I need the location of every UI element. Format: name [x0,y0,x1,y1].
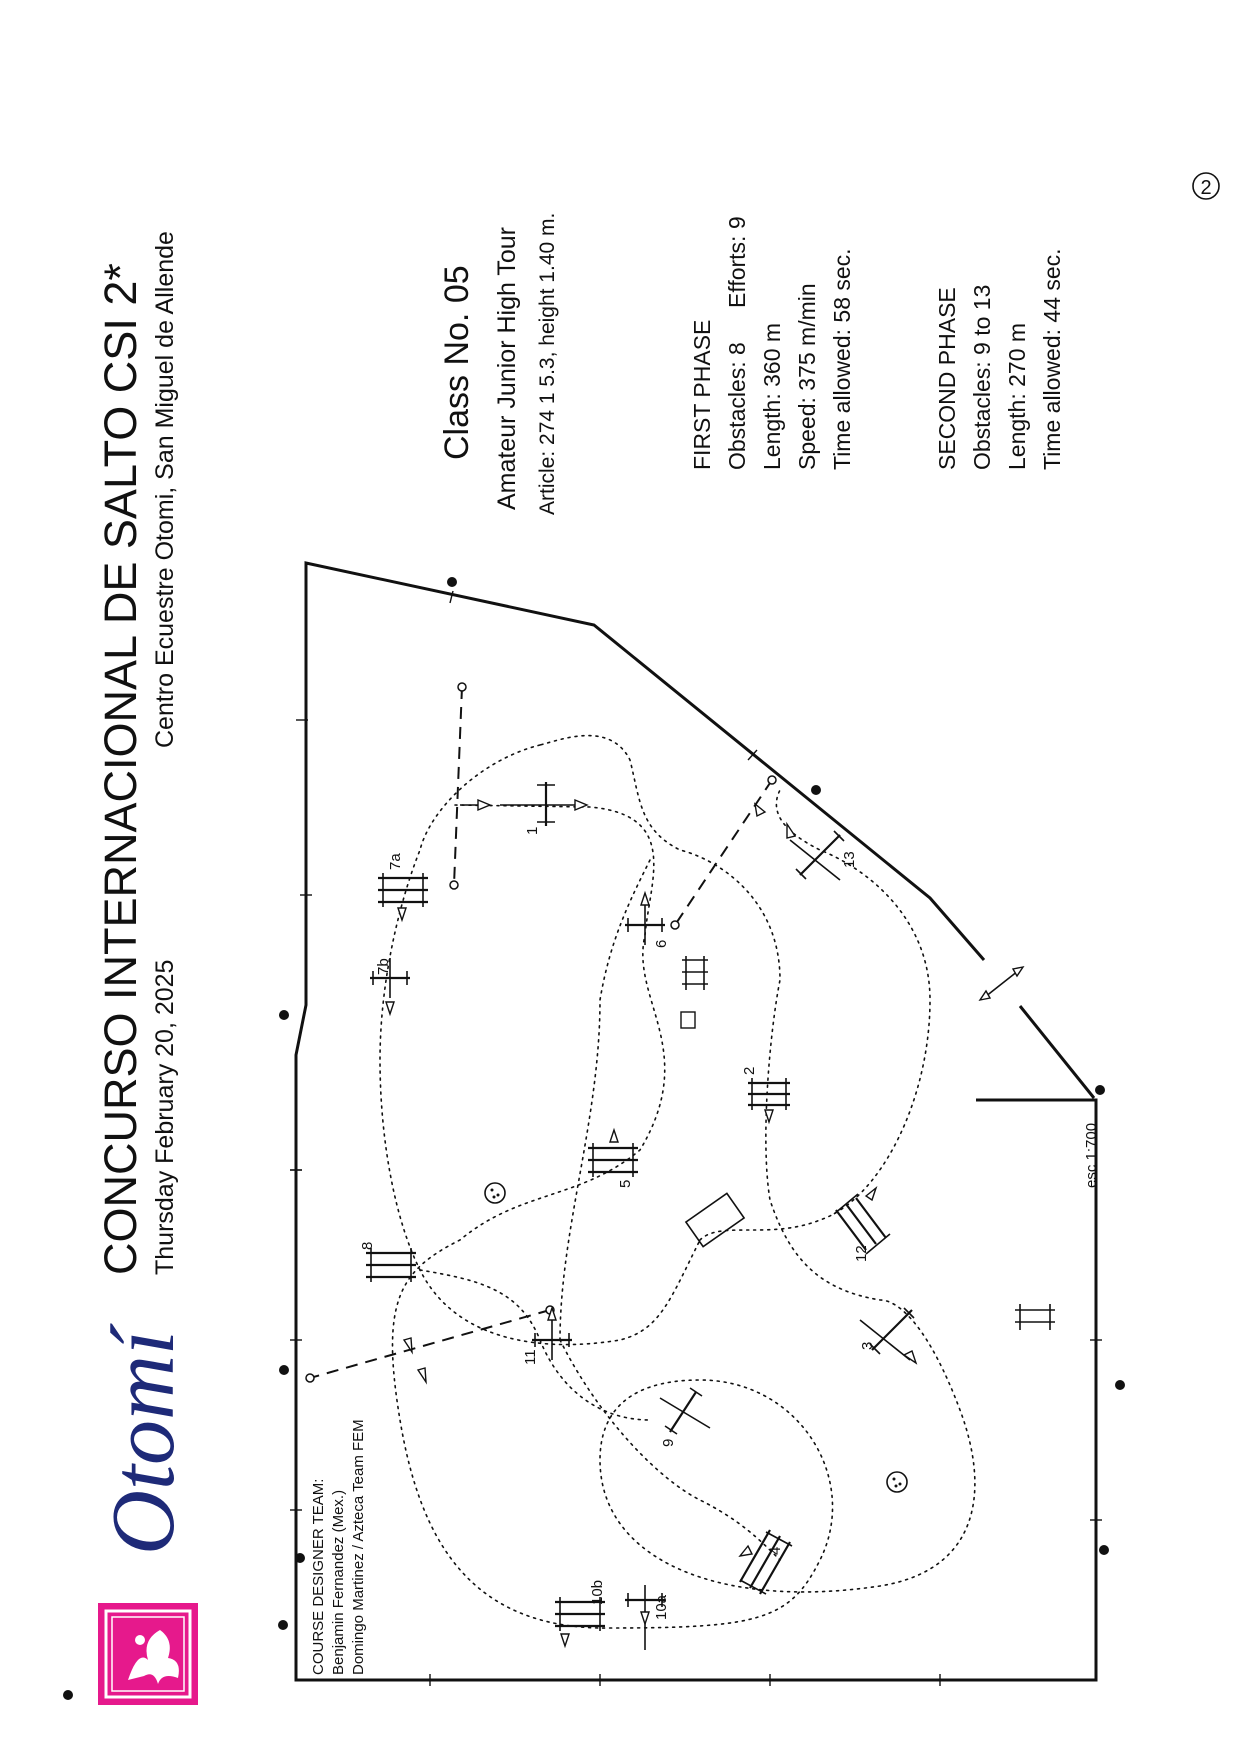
course-route [379,734,976,1629]
spare-fence-2 [1015,1304,1055,1330]
obstacle-5: 5 [588,1127,638,1188]
obstacle-2: 2 [741,1067,790,1125]
tree-icon [886,1471,908,1493]
obstacle-label: 6 [653,940,670,948]
first-phase-efforts: Efforts: 9 [724,216,750,308]
class-name: Amateur Junior High Tour [493,227,521,510]
page-number: 2 [1200,177,1211,199]
second-phase-obstacles: Obstacles: 9 to 13 [969,285,995,470]
obstacle-label: 13 [841,851,858,868]
obstacle-label: 3 [859,1342,876,1350]
obstacle-7b: 7b [370,958,410,1017]
emblem-icon [98,1603,198,1705]
water-tray [684,1192,746,1248]
spare-fence-1 [682,956,708,990]
obstacle-label: 1 [524,827,541,835]
obstacle-11: 11 [522,1305,572,1365]
judge-box [680,1011,696,1029]
obstacle-3: 3 [859,1307,918,1365]
designer-line-2: Domingo Martinez / Azteca Team FEM [350,1419,367,1675]
arena-fence [290,561,1102,1686]
class-article: Article: 274 1 5.3, height 1.40 m. [536,213,559,515]
page-number-badge: 2 [1192,172,1220,200]
obstacle-label: 12 [853,1245,870,1262]
obstacle-4: 4 [738,1529,793,1595]
obstacle-10b: 10b [555,1580,606,1649]
obstacle-label: 8 [359,1242,376,1250]
obstacle-label: 11 [522,1349,539,1365]
obstacle-label: 2 [741,1067,758,1075]
second-phase-length: Length: 270 m [1004,323,1030,470]
obstacle-label: 10a [653,1594,670,1620]
entrance-arrow-icon [978,965,1025,1002]
obstacle-label: 7a [387,853,404,870]
event-venue: Centro Ecuestre Otomi, San Miguel de All… [151,231,179,748]
first-phase-time: Time allowed: 58 sec. [829,248,855,470]
second-phase-heading: SECOND PHASE [934,287,960,470]
designer-heading: COURSE DESIGNER TEAM: [310,1479,327,1675]
class-number: Class No. 05 [438,265,476,460]
event-title: CONCURSO INTERNACIONAL DE SALTO CSI 2* [95,263,146,1275]
obstacle-6: 6 [625,890,670,948]
obstacle-label: 7b [375,958,392,975]
tree-icon [484,1182,506,1204]
first-phase-speed: Speed: 375 m/min [794,283,820,470]
obstacle-label: 4 [767,1547,784,1555]
otomi-logo: Otomí [94,1323,193,1555]
obstacle-9: 9 [659,1387,711,1447]
obstacle-7a: 7a [378,853,428,923]
first-phase-heading: FIRST PHASE [689,320,715,470]
obstacle-12: 12 [833,1185,891,1262]
obstacle-13: 13 [786,821,858,881]
obstacle-10a: 10a [625,1585,670,1650]
otomi-logo-text: Otomí [94,1323,193,1555]
obstacle-1: 1 [500,782,589,835]
obstacle-label: 5 [617,1180,634,1188]
obstacle-label: 9 [660,1439,677,1447]
event-date: Thursday February 20, 2025 [151,960,179,1275]
boundary-markers [63,577,1125,1700]
second-phase-time: Time allowed: 44 sec. [1039,248,1065,470]
obstacle-8: 8 [359,1242,427,1385]
obstacle-label: 10b [589,1580,606,1605]
first-phase-length: Length: 360 m [759,323,785,470]
first-phase-obstacles: Obstacles: 8 [724,342,750,470]
designer-line-1: Benjamin Fernandez (Mex.) [330,1490,347,1675]
